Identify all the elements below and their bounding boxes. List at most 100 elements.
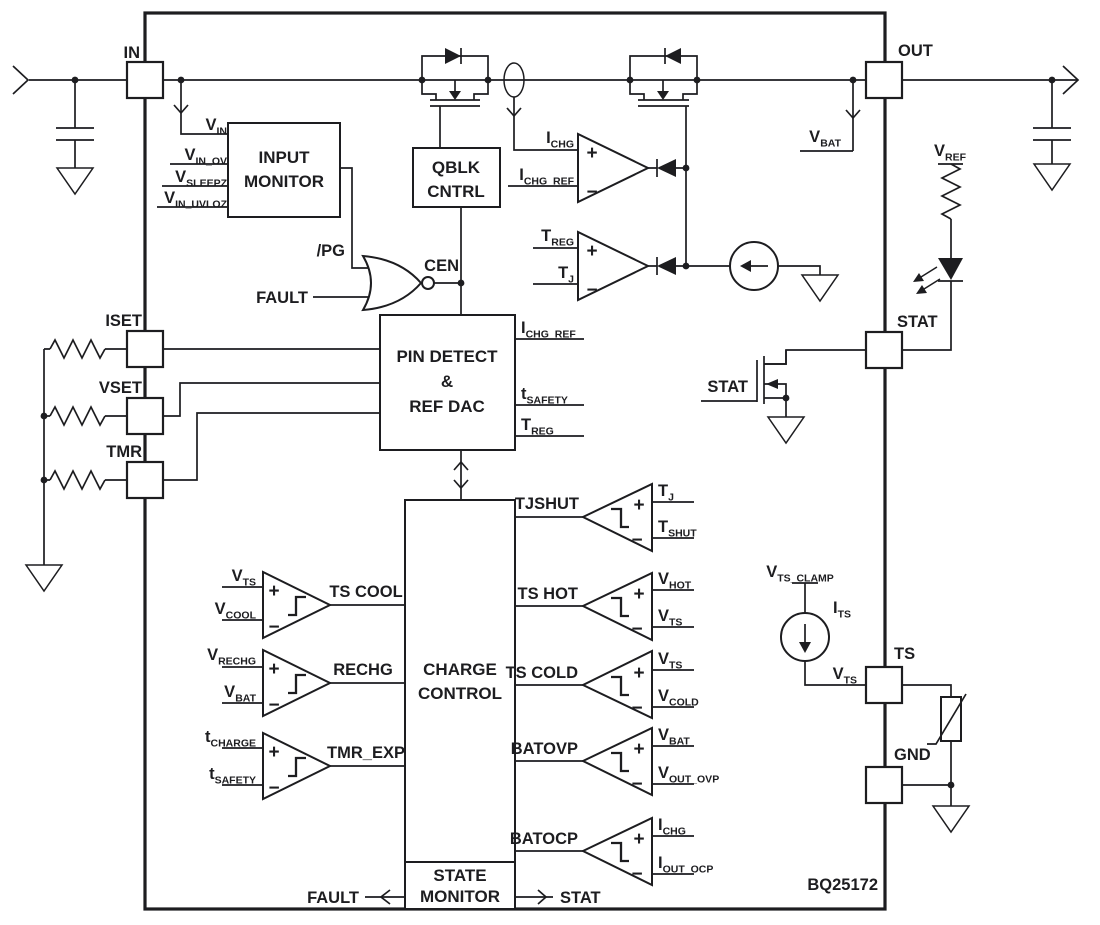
tsafety-tmr-label: tSAFETY (209, 765, 256, 787)
bidirectional-arrow-icon (453, 460, 469, 490)
vref-label: VREF (934, 142, 967, 164)
minus-sign: − (631, 619, 642, 640)
plus-sign: + (268, 742, 279, 763)
ichg-ref-label: ICHG_REF (519, 166, 574, 188)
thermistor-icon (927, 693, 967, 745)
led-icon (938, 258, 963, 280)
output-arrow-icon (1062, 65, 1080, 95)
charge-mosfet-icon (629, 48, 698, 107)
pin-detect-label-3: REF DAC (409, 397, 485, 416)
ts-cool-label: TS COOL (329, 583, 402, 601)
batovp-label: BATOVP (511, 740, 578, 758)
iout-ocp-label: IOUT_OCP (658, 854, 713, 876)
vts-hot-label: VTS (658, 607, 682, 629)
pin-vset-label: VSET (99, 379, 142, 397)
input-arrow-icon (12, 65, 30, 95)
fault-arrow-icon (379, 889, 391, 905)
state-monitor-label-2: MONITOR (420, 887, 500, 906)
pin-detect-label-1: PIN DETECT (396, 347, 498, 366)
batocp-label: BATOCP (510, 830, 578, 848)
pin-gnd-label: GND (894, 746, 931, 764)
block-state-monitor (404, 861, 516, 910)
pin-out-label: OUT (898, 42, 933, 60)
pin-detect-label-2: & (441, 372, 453, 391)
diode-icon (657, 159, 676, 177)
vts-cool-label: VTS (232, 567, 256, 589)
minus-sign: − (631, 698, 642, 719)
minus-sign: − (631, 774, 642, 795)
pin-gnd (864, 765, 904, 805)
comparator-tjshut: + − (580, 482, 653, 553)
tcharge-label: tCHARGE (205, 728, 256, 750)
stat-fet-ground-icon (767, 416, 805, 444)
diode-icon (657, 257, 676, 275)
block-qblk-cntrl (412, 147, 501, 208)
stat-gate-label: STAT (707, 378, 748, 396)
plus-sign: + (633, 495, 644, 516)
state-monitor-label-1: STATE (433, 866, 486, 885)
treg-out-label: TREG (521, 416, 554, 438)
comparator-batocp: + − (580, 816, 653, 887)
vset-resistor-icon (49, 406, 106, 426)
vin-uvloz-label: VIN_UVLOZ (164, 189, 228, 211)
iset-resistor-icon (49, 339, 106, 359)
minus-sign: − (268, 617, 279, 638)
input-monitor-label-2: MONITOR (244, 172, 324, 191)
tshut-label: TSHUT (658, 518, 697, 540)
plus-sign: + (633, 829, 644, 850)
block-input-monitor (227, 122, 341, 218)
resistor-bus-ground-icon (25, 564, 63, 592)
plus-sign: + (633, 739, 644, 760)
treg-amplifier-icon: + − (577, 230, 676, 302)
inverter-bubble-icon (421, 276, 435, 290)
vts-cold-label: VTS (658, 650, 682, 672)
pin-tmr (125, 460, 165, 500)
its-label: ITS (833, 599, 851, 621)
tmr-resistor-icon (49, 470, 106, 490)
vcold-label: VCOLD (658, 687, 699, 709)
current-sense-icon (503, 62, 525, 98)
input-monitor-label-1: INPUT (259, 148, 311, 167)
pin-stat-label: STAT (897, 313, 938, 331)
part-number-label: BQ25172 (807, 876, 878, 894)
charge-control-label-2: CONTROL (418, 684, 502, 703)
plus-sign: + (268, 659, 279, 680)
pin-in (125, 60, 165, 100)
cen-label: CEN (424, 257, 459, 275)
pin-out (864, 60, 904, 100)
vcool-label: VCOOL (215, 600, 257, 622)
junction-dots (40, 76, 1056, 789)
ichg-ref-out-label: ICHG_REF (521, 319, 576, 341)
vout-ovp-label: VOUT_OVP (658, 764, 719, 786)
pin-tmr-label: TMR (106, 443, 142, 461)
tj-in-label: TJ (658, 482, 674, 504)
gate-current-source-icon (729, 241, 779, 291)
ichg-amplifier-icon: + − (577, 132, 676, 204)
fault-input-label: FAULT (256, 289, 308, 307)
vbat-arrow-icon (845, 109, 861, 120)
led-light-arrows-icon (913, 266, 941, 294)
plus-sign: + (586, 143, 597, 164)
body-diode-icon (445, 48, 461, 64)
pin-in-label: IN (124, 44, 141, 62)
pins (125, 60, 904, 805)
vts-pin-label: VTS (833, 665, 857, 687)
qblk-label-2: CNTRL (427, 182, 485, 201)
ts-hot-label: TS HOT (518, 585, 579, 603)
minus-sign: − (631, 864, 642, 885)
plus-sign: + (586, 241, 597, 262)
minus-sign: − (586, 280, 597, 301)
comparator-rechg: + − (262, 648, 333, 718)
vbat-sense-label: VBAT (809, 128, 841, 150)
input-blocking-mosfet-icon (421, 48, 489, 107)
minus-sign: − (268, 778, 279, 799)
vts-clamp-label: VTS_CLAMP (766, 563, 834, 585)
vin-ov-label: VIN_OV (184, 146, 227, 168)
stat-output-label: STAT (560, 889, 601, 907)
minus-sign: − (631, 530, 642, 551)
comparator-ts-cool: + − (262, 570, 333, 640)
ts-cold-label: TS COLD (506, 664, 578, 682)
thermistor-ground-icon (932, 805, 970, 833)
